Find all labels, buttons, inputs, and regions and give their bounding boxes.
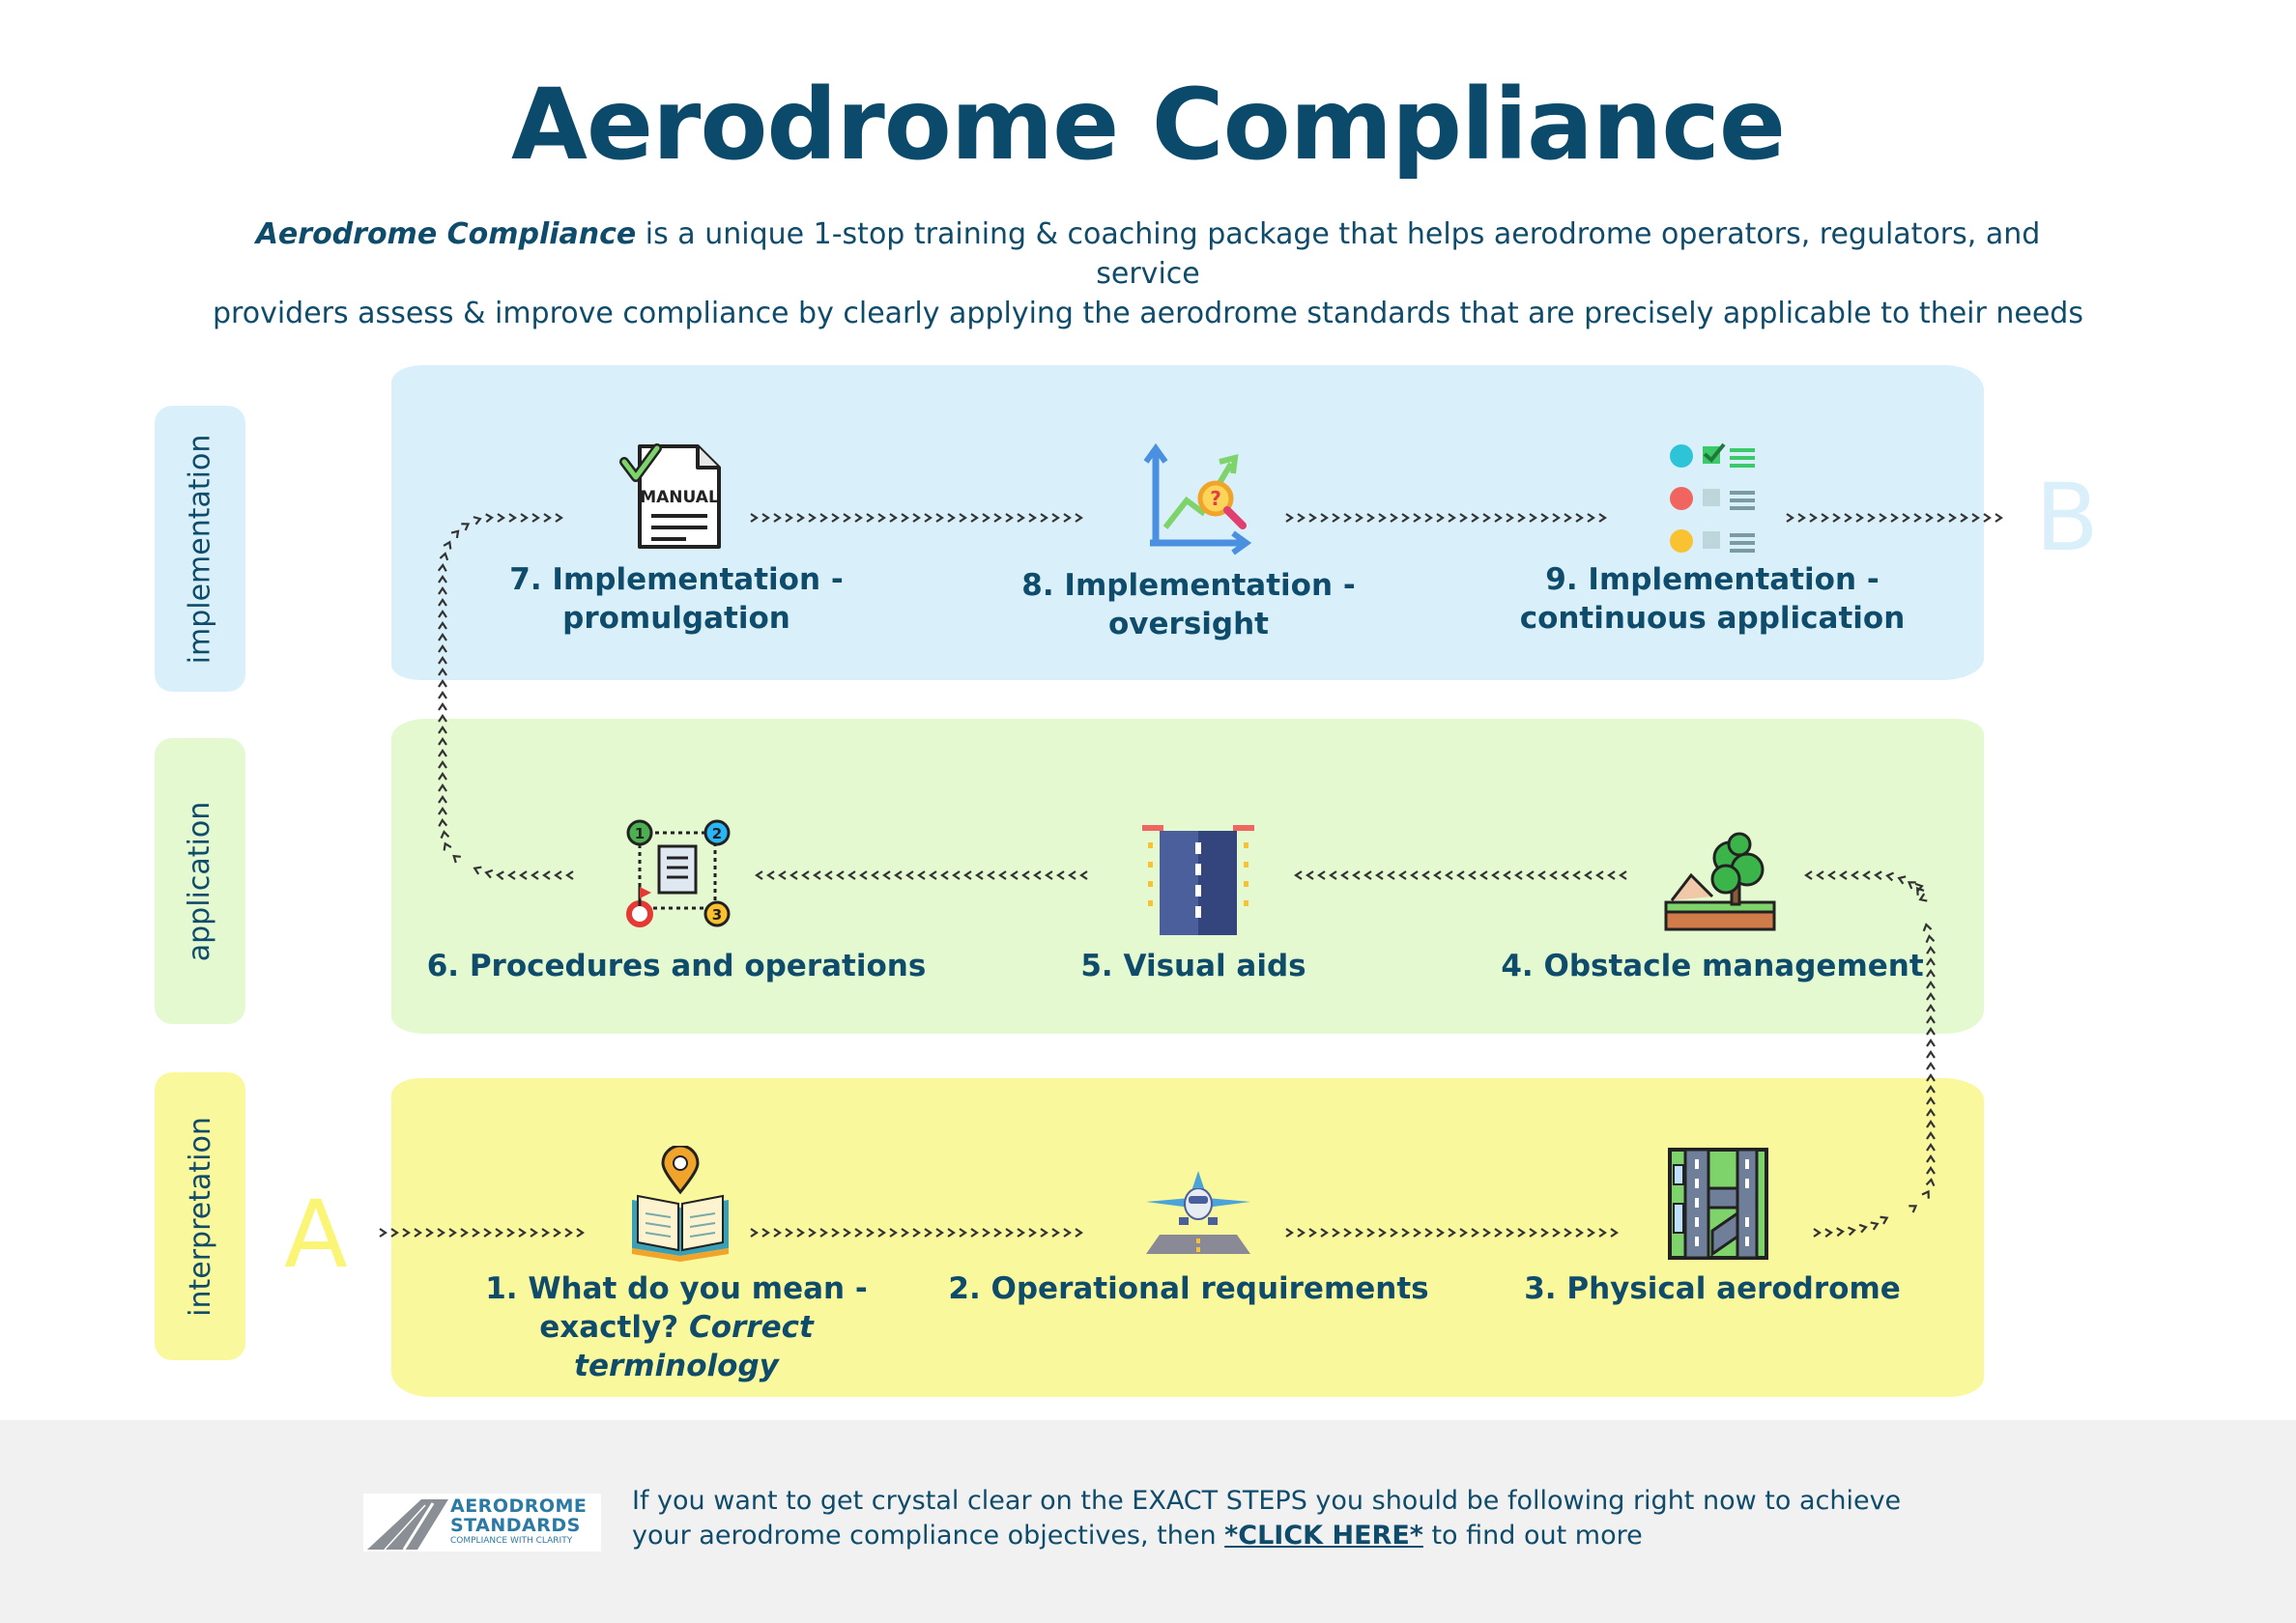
procedure-flow-icon: 1 2 3 [626,819,731,927]
arrow-3-to-4 [1804,870,1937,1239]
logo-name-line1: AERODROME [450,1495,588,1517]
step-8-label: 8. Implementation - oversight [1021,568,1356,641]
aircraft-runway-icon [1146,1171,1250,1254]
svg-text:1: 1 [635,825,645,842]
svg-text:3: 3 [712,906,722,924]
svg-text:2: 2 [712,825,722,842]
row-label-application: application [155,738,245,1024]
aerodrome-layout-icon [1668,1148,1768,1260]
step-7-label: 7. Implementation -promulgation [509,562,844,636]
intro-text-line1: is a unique 1-stop training & coaching p… [636,217,2041,291]
step-4-label: 4. Obstacle management [1501,949,1924,983]
page-title: Aerodrome Compliance [510,68,1786,183]
manual-check-icon: MANUAL [619,443,721,549]
aerodrome-standards-logo[interactable]: AERODROME STANDARDS COMPLIANCE WITH CLAR… [363,1494,601,1552]
step-1-label: 1. What do you mean -exactly? Correct te… [485,1271,868,1383]
start-marker: A [284,1181,348,1289]
step-9-label: 9. Implementation -continuous applicatio… [1519,562,1906,636]
row-label-implementation: implementation [155,406,245,692]
svg-text:?: ? [1210,487,1221,510]
click-here-link[interactable]: *CLICK HERE* [1224,1521,1423,1551]
end-marker: B [2035,464,2099,572]
intro-brand: Aerodrome Compliance [255,217,637,251]
intro-paragraph: Aerodrome Compliance is a unique 1-stop … [213,214,2083,333]
svg-text:MANUAL: MANUAL [640,488,719,507]
intro-text-line2: providers assess & improve compliance by… [213,297,2083,330]
row-label-interpretation: interpretation [155,1072,245,1360]
book-location-icon [632,1146,729,1262]
logo-tagline: COMPLIANCE WITH CLARITY [450,1536,573,1546]
runway-markings-icon [1142,825,1254,935]
tree-obstacle-icon [1664,832,1776,931]
logo-name-line2: STANDARDS [450,1515,581,1536]
checklist-feedback-icon [1670,442,1755,553]
chart-magnifier-icon: ? [1143,442,1252,555]
step-6-label: 6. Procedures and operations [426,949,927,983]
step-2-label: 2. Operational requirements [948,1271,1429,1306]
footer-cta-text: If you want to get crystal clear on the … [632,1486,1902,1551]
step-5-label: 5. Visual aids [1080,949,1306,983]
runway-logo-icon [367,1499,448,1551]
step-3-label: 3. Physical aerodrome [1524,1271,1901,1306]
